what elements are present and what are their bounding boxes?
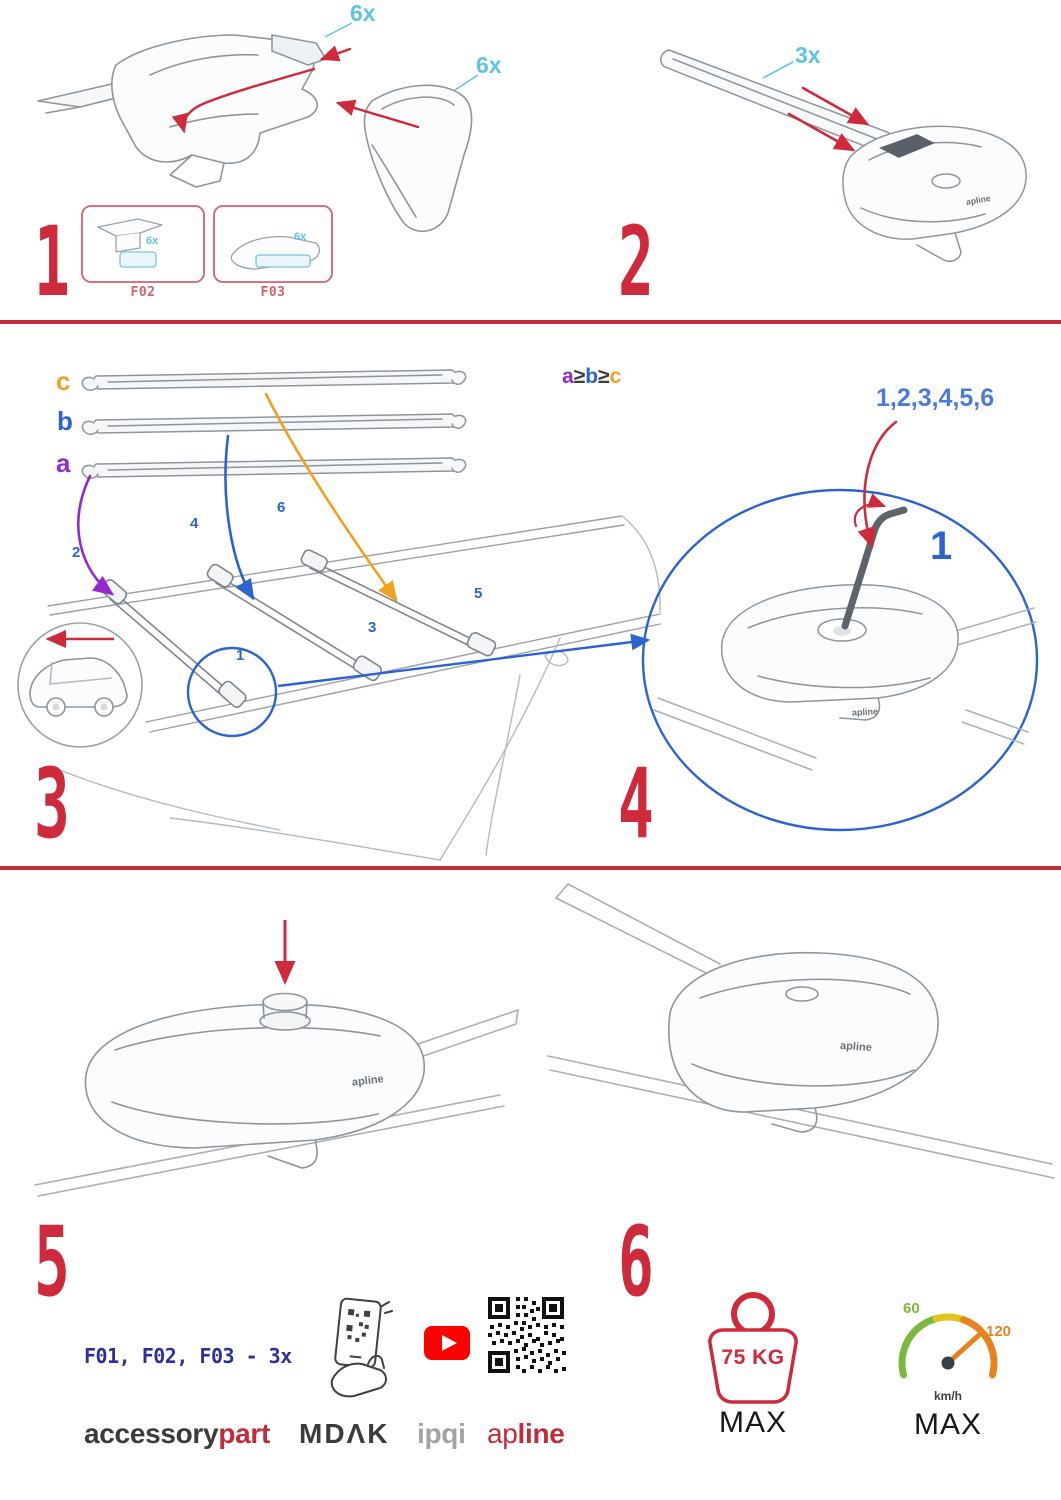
- box-f02-label: F02: [130, 285, 156, 300]
- rule-gte-2: ≥: [598, 365, 610, 388]
- scan-phone-icon: [330, 1297, 393, 1398]
- tightening-sequence: 1,2,3,4,5,6: [876, 384, 995, 412]
- bar-label-c: c: [56, 366, 71, 396]
- step2-numeral: 2: [618, 206, 654, 318]
- step6-illustration: [547, 883, 1055, 1179]
- max-weight-value: 75 KG: [721, 1346, 785, 1369]
- logo-accessory-text: accessory: [84, 1418, 219, 1449]
- logo-apline: apline: [487, 1420, 565, 1448]
- step1-illustration: [37, 22, 479, 283]
- box-f02-qty: 6x: [146, 235, 159, 247]
- step3-illustration: [17, 369, 661, 861]
- step4-red-arrows: [853, 420, 898, 549]
- foot-closeup-drawing: [653, 583, 1037, 771]
- step4-numeral: 4: [618, 748, 654, 860]
- position1-highlight-circle: [186, 646, 278, 738]
- foot-knob-drawing: [34, 992, 519, 1197]
- zoom-circle: [641, 488, 1039, 832]
- roof-position-2: 2: [72, 544, 81, 561]
- step6-numeral: 6: [618, 1206, 654, 1318]
- logo-mdak: MDΛK: [299, 1418, 390, 1449]
- logo-ap-text: ap: [487, 1418, 518, 1449]
- car-direction-inset: [17, 622, 143, 748]
- bar-label-a: a: [56, 448, 71, 478]
- step1-red-arrows: [171, 45, 420, 134]
- max-speed-label: MAX: [913, 1408, 982, 1441]
- sequence-start-number: 1: [930, 524, 953, 568]
- step1-qty-cap-top: 6x: [350, 0, 376, 26]
- part-box-minis: [97, 218, 321, 270]
- mounted-crossbars: [100, 549, 497, 708]
- logo-ipqi: ipqi: [417, 1418, 466, 1449]
- speed-unit-label: km/h: [933, 1389, 962, 1403]
- roof-position-3: 3: [368, 619, 377, 636]
- step3-numeral: 3: [34, 748, 70, 860]
- step5-numeral: 5: [34, 1206, 70, 1318]
- section-divider-bottom: [0, 866, 1061, 870]
- max-weight-label: MAX: [718, 1406, 787, 1439]
- logo-line-text: line: [517, 1418, 565, 1449]
- logo-accessorypart: accessorypart: [84, 1420, 270, 1448]
- youtube-icon: [424, 1326, 470, 1360]
- qr-code: [486, 1295, 566, 1375]
- length-rule: a≥b≥c: [562, 366, 621, 387]
- logo-part-text: part: [218, 1418, 271, 1449]
- step5-illustration: [34, 920, 519, 1197]
- kit-contents-label: F01, F02, F03 - 3x: [84, 1344, 292, 1368]
- rule-a: a: [562, 365, 574, 388]
- part-boxes: [81, 205, 333, 283]
- speedometer-needle: [945, 1332, 982, 1366]
- rule-gte-1: ≥: [573, 365, 586, 388]
- section-divider-top: [0, 320, 1061, 324]
- roof-position-5: 5: [474, 585, 483, 602]
- roof-position-1: 1: [236, 647, 245, 664]
- rule-c: c: [609, 365, 622, 388]
- box-f03-qty: 6x: [294, 231, 307, 243]
- step4-brand-mark: apline: [851, 706, 879, 718]
- step2-qty: 3x: [795, 42, 821, 68]
- speed-low-label: 60: [903, 1300, 920, 1317]
- speed-high-label: 120: [986, 1323, 1012, 1340]
- foot-mounted-drawing: [547, 883, 1055, 1179]
- step1-numeral: 1: [34, 206, 70, 318]
- step1-callout-lines: [324, 22, 479, 91]
- step6-brand-mark: apline: [839, 1039, 873, 1055]
- step2-illustration: [660, 49, 1027, 262]
- bar-assignment-curves: [77, 392, 398, 603]
- bar-into-foot-drawing: [660, 49, 1027, 262]
- foot-exploded-drawing: [37, 34, 473, 232]
- spare-crossbars: [81, 369, 467, 479]
- step2-red-arrows: [787, 86, 870, 152]
- roof-position-4: 4: [190, 515, 199, 532]
- zoom-link-arrow: [277, 633, 651, 688]
- step1-qty-cap-side: 6x: [476, 52, 502, 78]
- rule-b: b: [585, 365, 599, 388]
- step2-callout-line: [762, 61, 794, 79]
- roof-position-6: 6: [277, 499, 286, 516]
- max-weight-icon: [708, 1292, 798, 1404]
- box-f03-label: F03: [260, 285, 286, 300]
- step4-illustration: [641, 420, 1039, 832]
- bar-label-b: b: [57, 406, 73, 436]
- speedometer-icon: [898, 1313, 998, 1379]
